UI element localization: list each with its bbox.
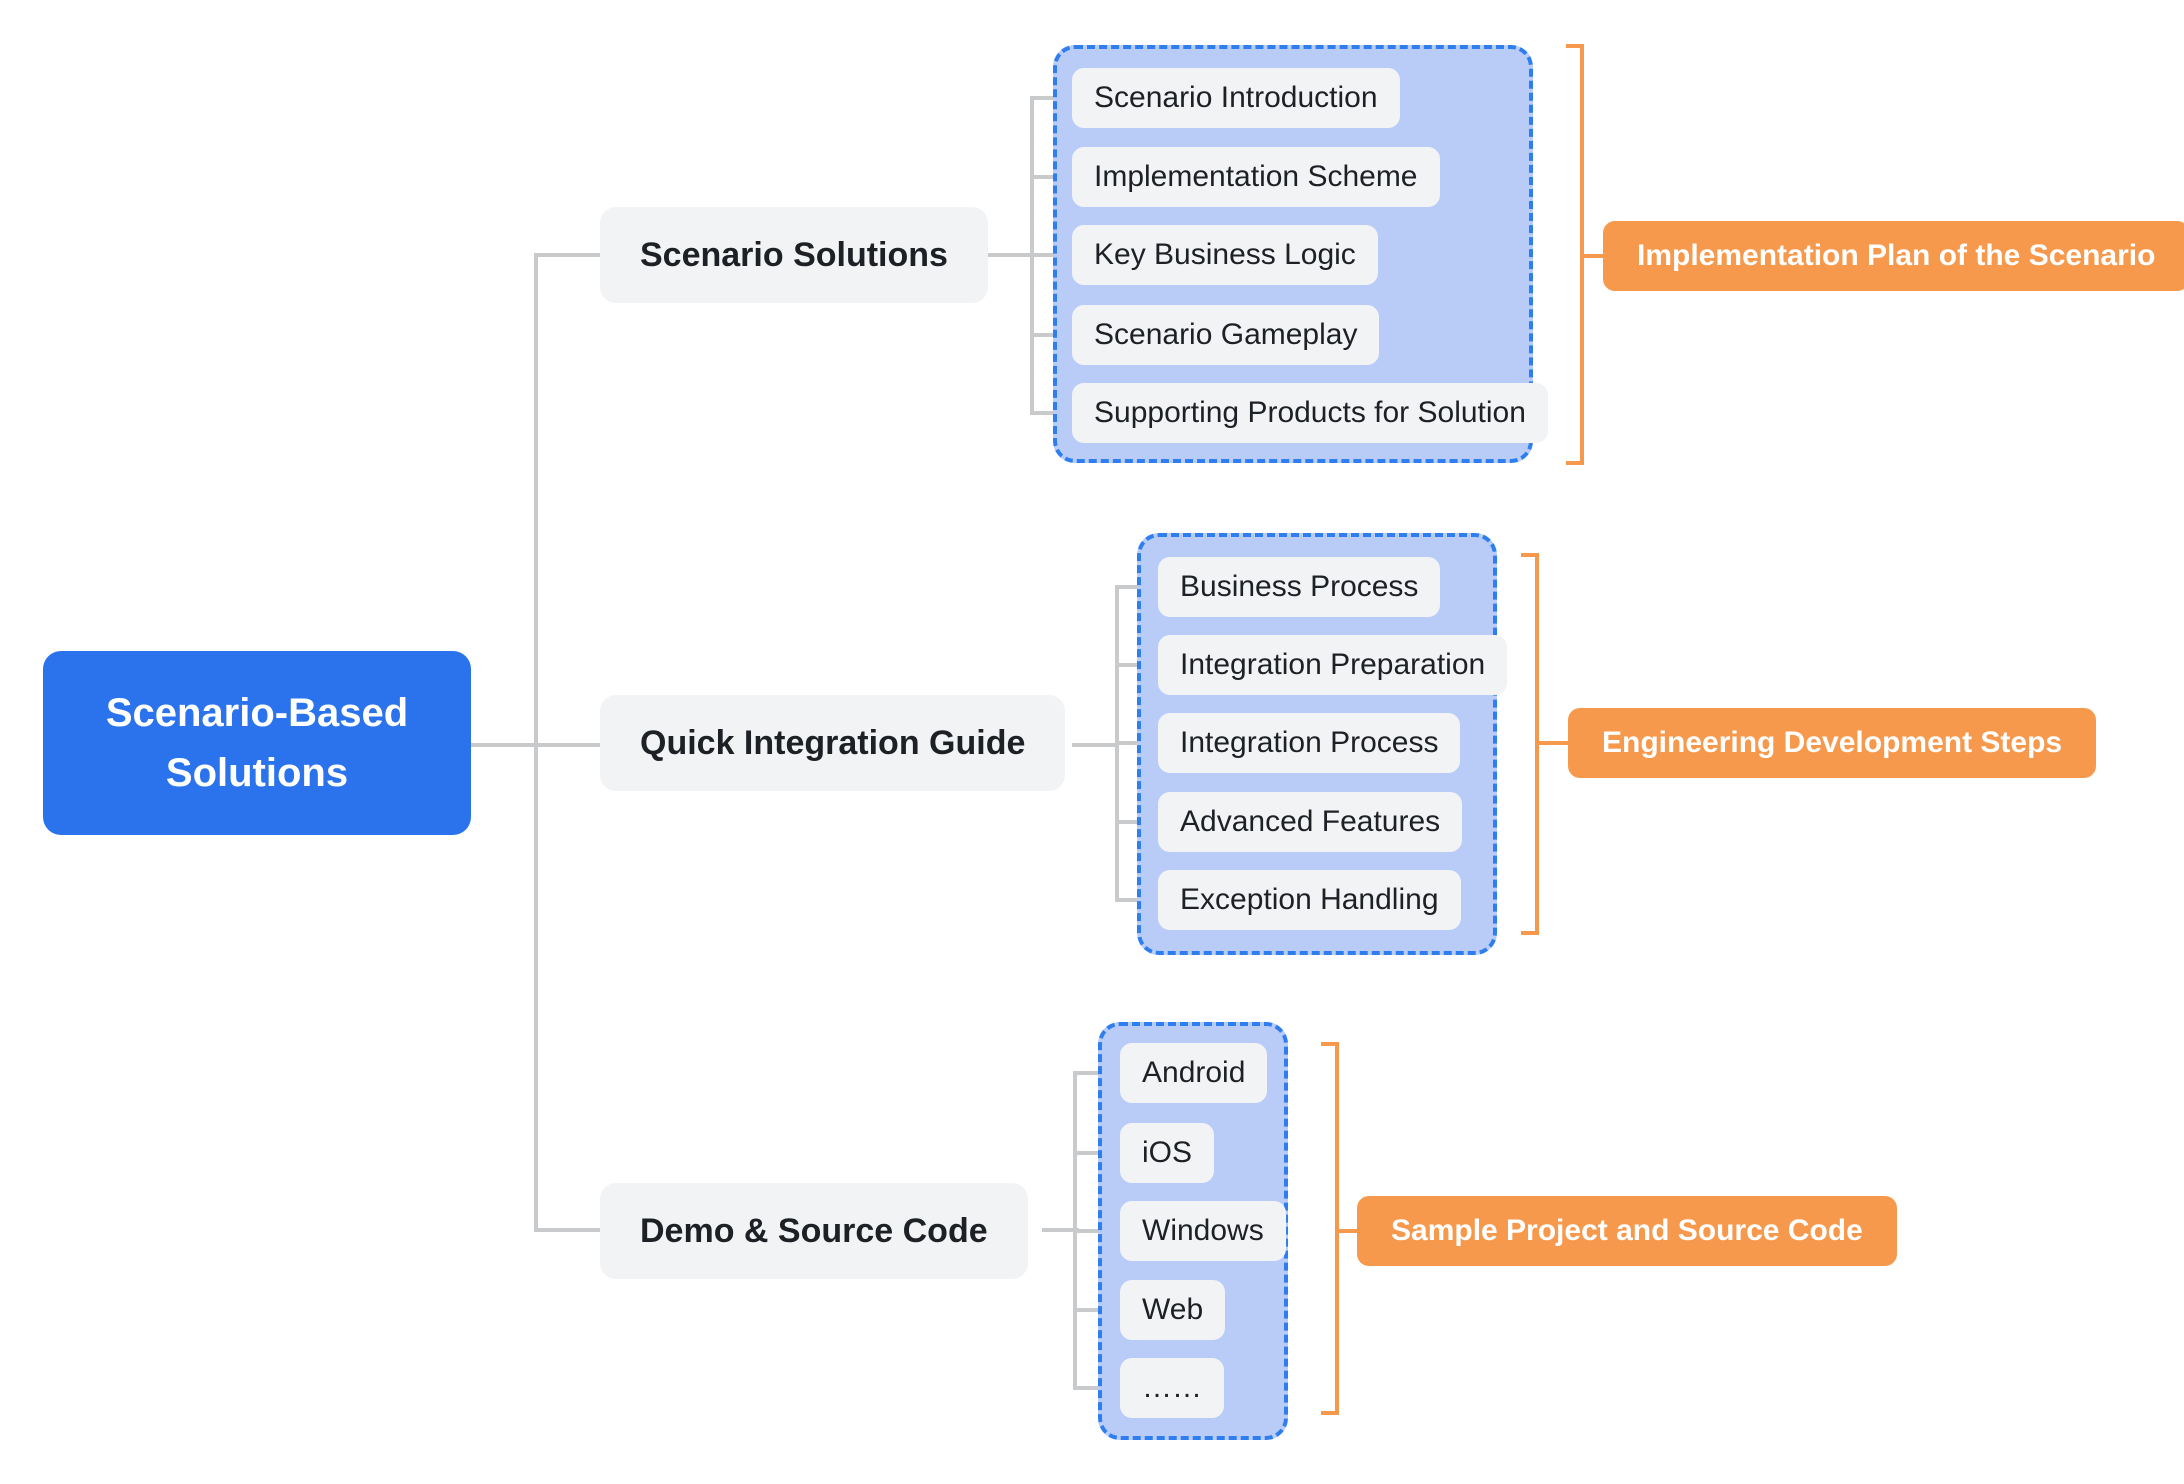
child-item: Exception Handling [1158,870,1461,930]
bracket [1335,1042,1339,1415]
annotation-label: Engineering Development Steps [1602,726,2063,759]
connector-line [1073,1071,1122,1075]
child-item-label: Scenario Gameplay [1094,318,1358,351]
bracket [1580,44,1584,465]
connector-line [534,253,538,1232]
connector-line [1030,333,1074,337]
connector-line [1042,1228,1079,1232]
child-item-label: Android [1142,1056,1246,1089]
child-item: Scenario Introduction [1072,68,1400,128]
connector-line [1072,743,1119,747]
child-item-label: Scenario Introduction [1094,81,1378,114]
node-label: Scenario Solutions [640,235,948,274]
bracket [1584,254,1603,258]
child-item: Business Process [1158,557,1441,617]
connector-line [1073,1308,1122,1312]
annotation-label: Implementation Plan of the Scenario [1637,239,2156,272]
child-item-label: iOS [1142,1136,1193,1169]
root-node: Scenario-Based Solutions [43,651,471,835]
child-item: Windows [1120,1201,1286,1261]
child-item: Implementation Scheme [1072,147,1440,207]
child-item-label: Windows [1142,1214,1264,1247]
child-item-label: Integration Process [1180,726,1439,759]
child-item-label: Implementation Scheme [1094,160,1418,193]
connector-line [1073,1151,1122,1155]
root-label: Scenario-Based Solutions [105,691,409,795]
child-item: Android [1120,1043,1268,1103]
bracket [1321,1042,1339,1046]
child-item-label: Advanced Features [1180,805,1441,838]
child-item-label: Business Process [1180,570,1419,603]
bracket [1521,931,1539,935]
bracket [1535,553,1539,935]
node-label: Demo & Source Code [640,1211,988,1250]
connector-line [536,743,600,747]
connector-line [1030,253,1074,257]
connector-line [1073,1229,1122,1233]
connector-line [536,253,600,257]
child-item: iOS [1120,1123,1215,1183]
child-item-label: Web [1142,1293,1204,1326]
child-item: …… [1120,1358,1224,1418]
connector-line [1030,175,1074,179]
child-item-label: Integration Preparation [1180,648,1486,681]
child-item: Supporting Products for Solution [1072,383,1548,443]
node-quick-integration-guide: Quick Integration Guide [600,695,1066,791]
annotation-label: Sample Project and Source Code [1391,1214,1863,1247]
child-item-label: Supporting Products for Solution [1094,396,1526,429]
child-item: Integration Preparation [1158,635,1508,695]
connector-line [1073,1386,1122,1390]
child-item-label: …… [1142,1371,1202,1404]
child-item-label: Exception Handling [1180,883,1439,916]
bracket [1339,1229,1357,1233]
connector-line [471,743,538,747]
bracket [1521,553,1539,557]
child-item: Advanced Features [1158,792,1463,852]
node-scenario-solutions: Scenario Solutions [600,207,988,303]
connector-line [536,1228,600,1232]
annotation-engineering-steps: Engineering Development Steps [1568,708,2097,778]
bracket [1566,461,1584,465]
child-item: Integration Process [1158,713,1461,773]
child-item: Key Business Logic [1072,225,1378,285]
child-item-label: Key Business Logic [1094,238,1356,271]
bracket [1566,44,1584,48]
child-item: Scenario Gameplay [1072,305,1380,365]
child-item: Web [1120,1280,1226,1340]
bracket [1539,741,1568,745]
bracket [1321,1411,1339,1415]
connector-line [1030,96,1074,100]
node-label: Quick Integration Guide [640,723,1026,762]
annotation-sample-project: Sample Project and Source Code [1357,1196,1897,1266]
connector-line [985,253,1034,257]
node-demo-source-code: Demo & Source Code [600,1183,1028,1279]
annotation-implementation-plan: Implementation Plan of the Scenario [1603,221,2184,291]
connector-line [1030,411,1074,415]
